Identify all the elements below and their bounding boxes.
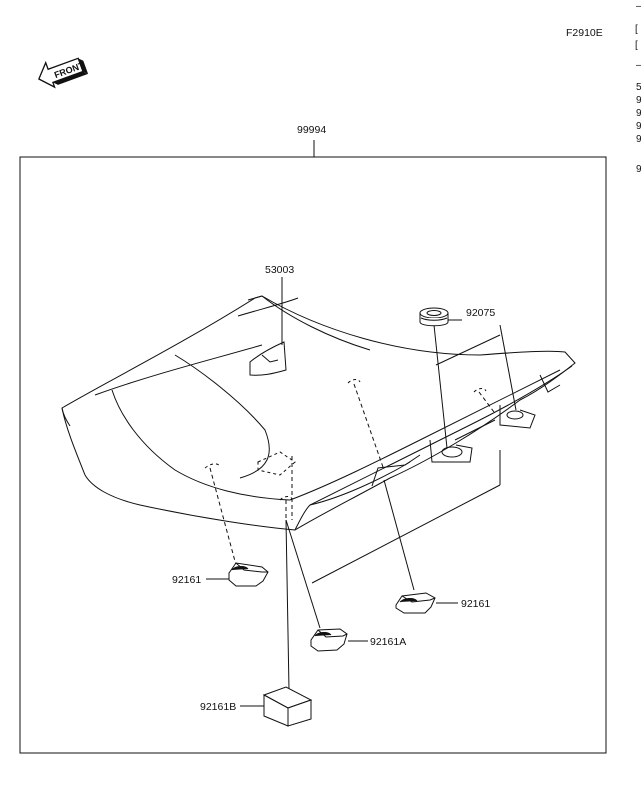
part-number-53003: 53003: [265, 264, 294, 276]
attachment-lines: [209, 383, 495, 566]
part-number-92161-right: 92161: [461, 598, 490, 610]
part-number-92161A: 92161A: [370, 636, 406, 648]
seat-illustration: [61, 295, 576, 531]
damper-left-part: [228, 562, 269, 587]
edge-mark: 9: [636, 134, 641, 145]
edge-mark: –: [636, 60, 641, 71]
edge-mark: –: [636, 1, 641, 12]
front-arrow-icon: FRONT: [38, 57, 89, 89]
edge-mark: 9: [636, 108, 641, 119]
damper-right-part: [395, 592, 436, 614]
grommet-part: [419, 307, 449, 327]
edge-mark: [: [635, 40, 638, 51]
assembly-frame: [19, 156, 607, 754]
damper-b-part: [262, 686, 313, 727]
right-edge-cropped-text: – [ [ – 5 9 9 9 9 9: [635, 1, 641, 175]
part-number-92161-left: 92161: [172, 574, 201, 586]
part-number-92075: 92075: [466, 307, 495, 319]
edge-mark: 9: [636, 95, 641, 106]
edge-mark: 9: [636, 121, 641, 132]
edge-mark: 5: [636, 82, 641, 93]
damper-a-part: [310, 628, 348, 652]
part-number-92161B: 92161B: [200, 701, 236, 713]
assembly-part-number: 99994: [297, 124, 326, 136]
leader-lines: [206, 277, 517, 707]
edge-mark: [: [635, 24, 638, 35]
edge-mark: 9: [636, 164, 641, 175]
figure-code: F2910E: [566, 27, 603, 39]
